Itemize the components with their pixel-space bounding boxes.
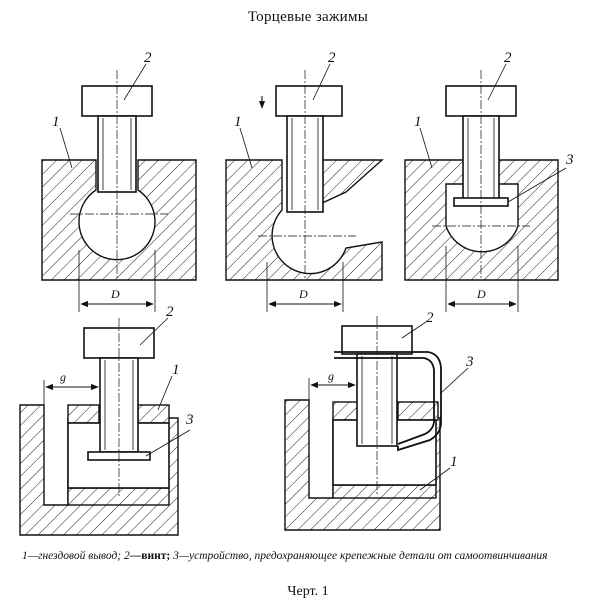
legend-caption: 1—гнездовой вывод; 2—винт; 3—устройство,… <box>22 550 607 563</box>
part-1-label: 1 <box>450 454 458 470</box>
part-3-label: 3 <box>185 412 194 428</box>
view-socket-locking: D 2 1 3 <box>404 50 574 312</box>
legend-text-3: —устройство, предохраняющее крепежные де… <box>178 550 548 562</box>
terminal-plate-left <box>67 404 100 424</box>
terminal-bottom-bar <box>332 484 437 499</box>
part-2-label: 2 <box>166 304 174 320</box>
terminal-plate-left <box>332 401 360 421</box>
terminal-plate-right <box>137 404 170 424</box>
screw-head <box>275 85 343 117</box>
part-1-label: 1 <box>414 114 422 130</box>
legend-num-3: 3 <box>173 550 179 562</box>
part-2-label: 2 <box>426 310 434 326</box>
dim-D-label: D <box>298 287 308 301</box>
page-title: Торцевые зажимы <box>247 9 369 25</box>
dim-g-label: g <box>60 370 66 384</box>
terminal-plate-right <box>397 401 439 421</box>
terminal-body <box>41 159 197 281</box>
part-1-label: 1 <box>52 114 60 130</box>
locking-clip <box>334 351 442 452</box>
view-frame-terminal-clip: g 2 3 1 <box>284 310 474 531</box>
legend-num-1: 1 <box>22 550 28 562</box>
figure-label: Черт. 1 <box>287 584 329 599</box>
terminal-clamps-drawing: D 2 1 D 2 1 D <box>19 50 574 536</box>
view-socket-slotted: D 2 1 <box>225 50 384 312</box>
legend-text-1: —гнездовой вывод; <box>27 550 124 562</box>
dim-D-label: D <box>476 287 486 301</box>
legend-text-2: —винт; <box>129 550 174 562</box>
terminal-body-upper-jaw <box>317 159 384 206</box>
part-1-label: 1 <box>172 362 180 378</box>
legend-num-2: 2 <box>123 550 130 562</box>
terminal-body <box>225 159 383 281</box>
terminal-bottom-bar <box>67 487 170 506</box>
part-2-label: 2 <box>144 50 152 66</box>
part-1-label: 1 <box>234 114 242 130</box>
view-socket-round: D 2 1 <box>41 50 197 312</box>
part-3-label: 3 <box>565 152 574 168</box>
view-frame-terminal: g 2 1 3 <box>19 304 194 536</box>
part-3-label: 3 <box>465 354 474 370</box>
part-2-label: 2 <box>328 50 336 66</box>
part-2-label: 2 <box>504 50 512 66</box>
dim-D-label: D <box>110 287 120 301</box>
dim-g-label: g <box>328 369 334 383</box>
terminal-body <box>404 159 559 281</box>
